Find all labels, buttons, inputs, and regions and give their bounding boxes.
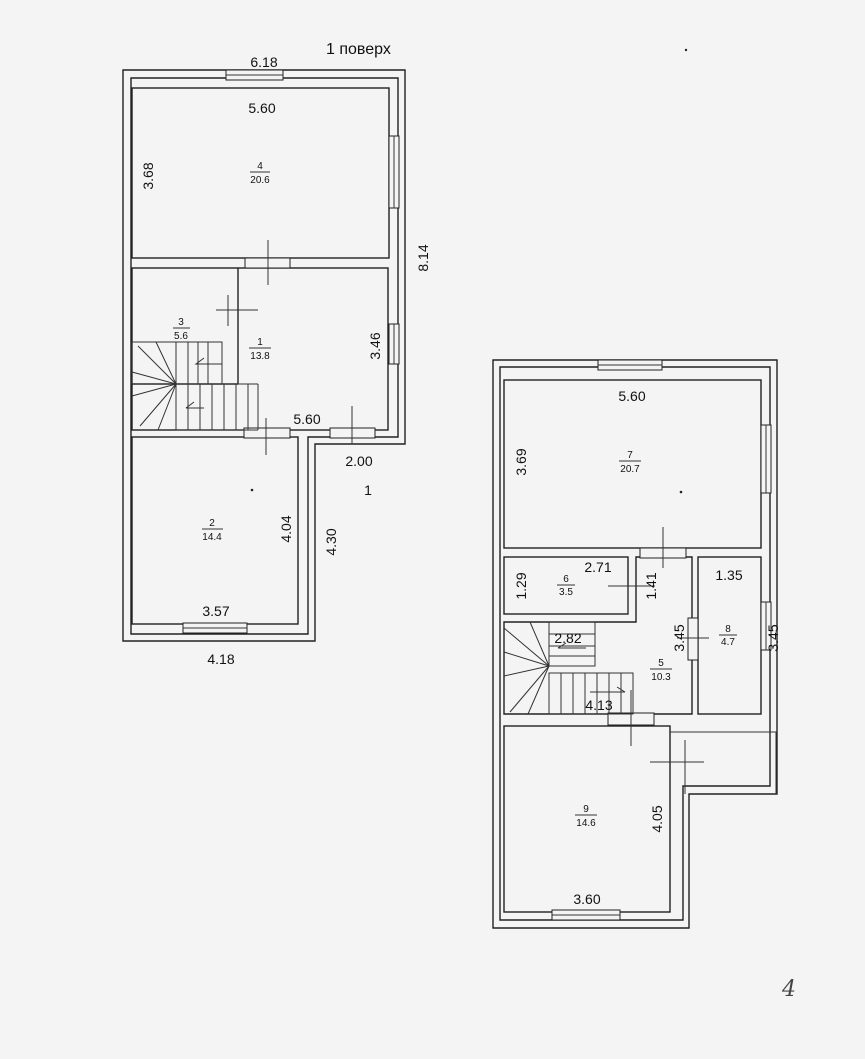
room-6-label: 6 3.5 <box>557 574 575 598</box>
dim-room4-width: 5.60 <box>248 100 275 116</box>
svg-text:13.8: 13.8 <box>250 351 270 362</box>
dim-porch-width: 2.00 <box>345 453 372 469</box>
room-2-outline <box>131 436 299 625</box>
plan-title: 1 поверх <box>326 41 391 58</box>
dim-room8-height: 3.45 <box>765 624 781 651</box>
svg-text:4.7: 4.7 <box>721 637 735 648</box>
svg-text:5: 5 <box>658 658 664 669</box>
dim-hall-height: 3.45 <box>671 624 687 651</box>
dim-right-total: 8.14 <box>415 244 431 271</box>
dim-room2-width: 3.57 <box>202 603 229 619</box>
floor1-outer-wall <box>122 69 406 642</box>
floor2-inner-offset <box>499 366 771 921</box>
floor-2-plan: 7 20.7 6 3.5 8 4.7 5 10.3 9 14.6 5.60 3.… <box>492 359 781 929</box>
room-2-label: 2 14.4 <box>202 518 223 543</box>
svg-text:3: 3 <box>178 317 184 328</box>
room-5-outline <box>503 556 693 715</box>
handwritten-page-mark: 4 <box>781 977 796 1002</box>
svg-text:4: 4 <box>257 161 263 172</box>
svg-text:14.4: 14.4 <box>202 532 222 543</box>
dim-stair-width: 2.82 <box>554 630 581 646</box>
room-9-label: 9 14.6 <box>575 804 597 829</box>
svg-text:10.3: 10.3 <box>651 672 671 683</box>
svg-text:7: 7 <box>627 450 633 461</box>
room-7-label: 7 20.7 <box>619 450 641 475</box>
dim-room8-width: 1.35 <box>715 567 742 583</box>
dim-room4-height: 3.68 <box>140 162 156 189</box>
svg-text:8: 8 <box>725 624 731 635</box>
room-4-label: 4 20.6 <box>250 161 270 186</box>
dim-bottom-total: 4.18 <box>207 651 234 667</box>
dim-hall-top: 1.41 <box>643 572 659 599</box>
door-1-2 <box>243 427 291 439</box>
stairs-floor2 <box>503 621 634 715</box>
dim-porch-height: 4.30 <box>323 528 339 555</box>
svg-text:9: 9 <box>583 804 589 815</box>
dim-top-total: 6.18 <box>250 54 277 70</box>
room-5-label: 5 10.3 <box>650 658 672 683</box>
balcony-outline <box>670 731 777 794</box>
dim-room6-height: 1.29 <box>513 572 529 599</box>
stairs-floor1 <box>131 341 259 431</box>
floor1-inner-offset <box>130 77 399 635</box>
rooms-1-3-outline <box>131 267 389 431</box>
svg-text:6: 6 <box>563 574 569 585</box>
svg-text:5.6: 5.6 <box>174 331 188 342</box>
floor-1-plan: 4 20.6 3 5.6 1 13.8 2 14.4 6.18 5.60 3.6… <box>122 54 431 667</box>
room-8-label: 8 4.7 <box>719 624 737 648</box>
svg-text:20.7: 20.7 <box>620 464 640 475</box>
floor2-outer-wall <box>492 359 778 929</box>
svg-text:20.6: 20.6 <box>250 175 270 186</box>
dim-room2-height: 4.04 <box>278 515 294 542</box>
speck <box>684 48 688 52</box>
dim-room1-height: 3.46 <box>367 332 383 359</box>
dim-room7-height: 3.69 <box>513 448 529 475</box>
dim-room9-width: 3.60 <box>573 891 600 907</box>
room-3-label: 3 5.6 <box>173 317 190 342</box>
svg-text:14.6: 14.6 <box>576 818 596 829</box>
dim-room7-width: 5.60 <box>618 388 645 404</box>
svg-text:1: 1 <box>257 337 263 348</box>
dim-room9-height: 4.05 <box>649 805 665 832</box>
svg-text:2: 2 <box>209 518 215 529</box>
room-1-label: 1 13.8 <box>249 337 271 362</box>
door-5-8 <box>687 617 699 661</box>
dim-mid-width: 5.60 <box>293 411 320 427</box>
dim-room6-width: 2.71 <box>584 559 611 575</box>
floor-marker: 1 <box>364 482 372 498</box>
svg-text:3.5: 3.5 <box>559 587 573 598</box>
dim-hall-width: 4.13 <box>585 697 612 713</box>
